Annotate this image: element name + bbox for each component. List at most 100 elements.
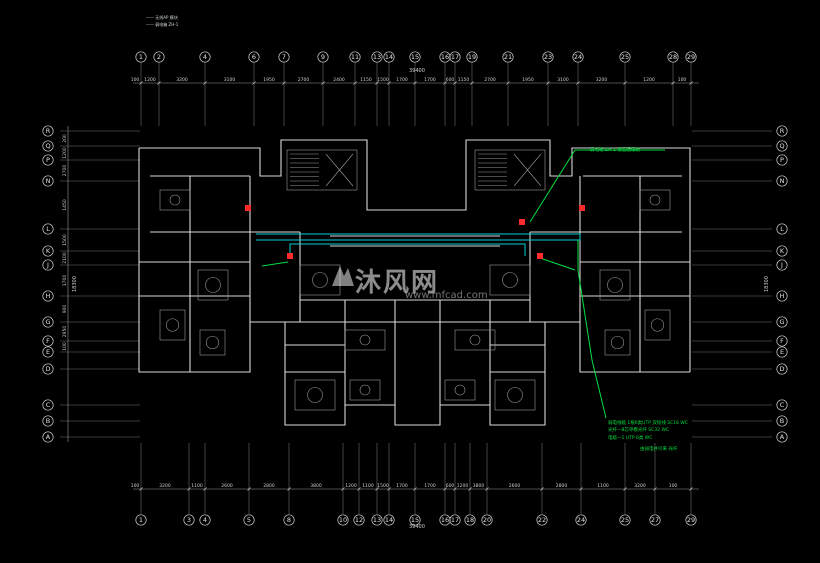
axis-bubble-bottom-circle [135, 514, 147, 526]
dimension-bottom-label: 1100 [597, 483, 609, 489]
furniture-block [197, 269, 229, 301]
furniture-block [349, 379, 381, 401]
axis-bubble-right-circle [776, 335, 788, 347]
axis-bubble-bottom-circle [337, 514, 349, 526]
axis-bubble-left-label: F [46, 337, 50, 345]
axis-bubble-bottom-label: 17 [451, 516, 459, 524]
axis-bubble-right-circle [776, 140, 788, 152]
axis-bubble-top-circle [667, 51, 679, 63]
watermark-url: www.mfcad.com [405, 290, 488, 301]
dimension-top-label: 3200 [176, 77, 188, 83]
annotation-bottom-right-2: 光纤—8芯单模光纤 SC32 WC [608, 426, 669, 433]
furniture-detail [650, 318, 665, 332]
furniture-detail [165, 318, 180, 332]
dimension-top-label: 1950 [263, 77, 275, 83]
axis-bubble-right-label: F [780, 337, 784, 345]
axis-bubble-left-circle [42, 316, 54, 328]
axis-bubble-left-circle [42, 175, 54, 187]
elevator-cross [513, 153, 542, 187]
axis-bubble-top-label: 9 [321, 53, 325, 61]
dimension-bottom-label: 1100 [362, 483, 374, 489]
dimension-bottom-tick [187, 487, 191, 491]
axis-bubble-left-label: G [45, 318, 50, 326]
axis-bubble-bottom-circle [449, 514, 461, 526]
axis-bubble-left-circle [42, 259, 54, 271]
axis-bubble-right-label: J [780, 261, 783, 269]
dimension-bottom-label: 1200 [457, 483, 469, 489]
wiring-runs [245, 149, 665, 419]
axis-bubble-left-label: H [46, 292, 51, 300]
axis-bubble-top-circle [449, 51, 461, 63]
furniture-block [604, 329, 631, 356]
dimension-bottom-tick [623, 487, 627, 491]
dimension-bottom-label: 1500 [377, 483, 389, 489]
axis-bubble-right-circle [776, 290, 788, 302]
weak-current-box-icon [519, 219, 525, 225]
dimension-bottom-tick [653, 487, 657, 491]
annotation-bottom-right-4: 由弱电井引来 光纤 [640, 445, 678, 452]
axis-bubble-top-label: 2 [157, 53, 161, 61]
axis-grid-lines [60, 62, 772, 514]
dimension-bottom-tick [357, 487, 361, 491]
total-right-dimension: 18300 [764, 276, 770, 292]
axis-bubble-right-circle [776, 125, 788, 137]
axis-bubble-bottom-label: 5 [247, 516, 251, 524]
dimension-bottom-tick [689, 487, 693, 491]
dimension-top-tick [671, 81, 675, 85]
watermark-logo-icon [332, 266, 354, 286]
axis-bubble-bottom-label: 10 [339, 516, 347, 524]
furniture-detail [469, 334, 481, 346]
dimension-left-label: 1700 [62, 275, 68, 287]
axis-bubble-bottom-circle [383, 514, 395, 526]
dimension-bottom-label: 1100 [191, 483, 203, 489]
furniture-block [494, 379, 536, 411]
furniture-block [639, 189, 671, 211]
axis-bubble-top-circle [502, 51, 514, 63]
room-furniture [159, 149, 671, 411]
axis-bubble-right-circle [776, 431, 788, 443]
axis-bubble-top-circle [542, 51, 554, 63]
axis-bubble-top-label: 17 [451, 53, 459, 61]
axis-bubble-right-circle [776, 363, 788, 375]
dimension-top-tick [443, 81, 447, 85]
weak-current-box-icon [245, 205, 251, 211]
axis-bubble-bottom-label: 25 [621, 516, 629, 524]
axis-bubble-right-circle [776, 175, 788, 187]
axis-bubble-bottom-circle [439, 514, 451, 526]
axis-bubble-bottom-circle [536, 514, 548, 526]
axis-bubble-right-label: B [780, 417, 784, 425]
axis-bubble-top-circle [371, 51, 383, 63]
axis-bubble-left-label: B [46, 417, 50, 425]
axis-bubble-bottom-label: 3 [187, 516, 191, 524]
green-wiring-run [577, 240, 607, 419]
drawing-legend: —— 无线AP 模块 —— 弱电箱 ZH-1 [146, 14, 178, 28]
axis-bubble-top-circle [619, 51, 631, 63]
dimension-bottom-tick [540, 487, 544, 491]
furniture-detail [607, 277, 623, 293]
dimension-top-tick [282, 81, 286, 85]
axis-bubble-right-circle [776, 259, 788, 271]
axis-bubble-left-label: D [45, 365, 50, 373]
furniture-block [159, 309, 186, 341]
dimension-top-label: 1200 [144, 77, 156, 83]
dimension-bottom-label: 2600 [509, 483, 521, 489]
dimension-bottom-label: 2800 [263, 483, 275, 489]
axis-bubble-left-circle [42, 335, 54, 347]
wall-segment [139, 176, 690, 372]
axis-bubble-bottom-label: 20 [483, 516, 491, 524]
dimension-left-label: 2700 [62, 165, 68, 177]
dimension-top-tick [506, 81, 510, 85]
axis-bubble-right-circle [776, 223, 788, 235]
wall-segment [139, 139, 691, 372]
axis-bubble-left-circle [42, 245, 54, 257]
axis-bubble-bottom-label: 24 [577, 516, 585, 524]
weak-current-box-icon [287, 253, 293, 259]
furniture-block [489, 264, 531, 296]
furniture-detail [454, 384, 466, 396]
axis-bubble-right-label: K [780, 247, 785, 255]
